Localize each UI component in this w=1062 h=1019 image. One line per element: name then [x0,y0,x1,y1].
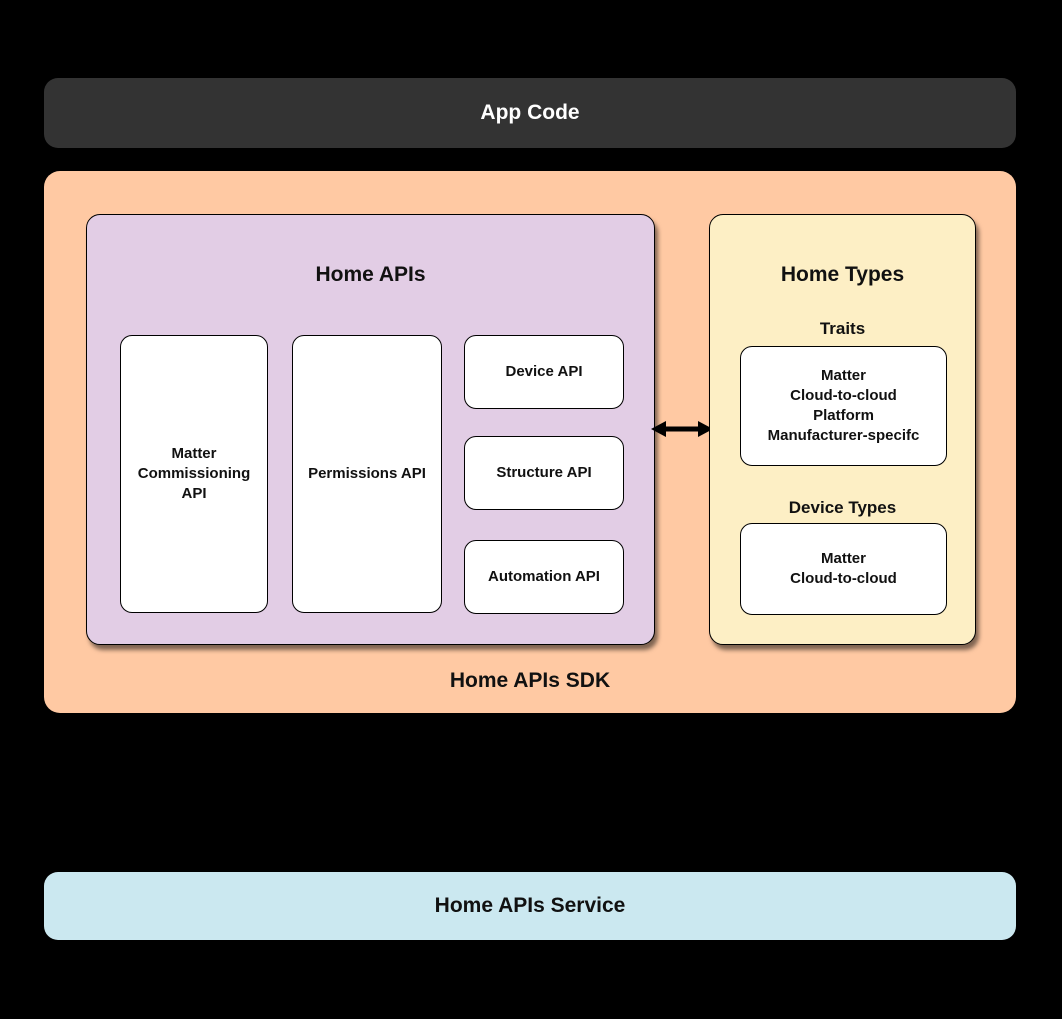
device-api-card: Device API [464,335,624,409]
automation-api-label: Automation API [488,568,600,585]
device-types-card: Matter Cloud-to-cloud [740,523,947,615]
matter-commissioning-api-label: Matter Commissioning API [137,445,251,502]
home-apis-panel: Home APIs Matter Commissioning API Permi… [86,214,655,645]
home-apis-title: Home APIs [315,263,426,286]
app-code-label: App Code [480,101,580,124]
permissions-api-card: Permissions API [292,335,442,613]
home-types-title: Home Types [780,263,905,286]
permissions-api-label: Permissions API [308,465,426,482]
traits-card: Matter Cloud-to-cloud Platform Manufactu… [740,346,947,466]
home-apis-sdk-box: Home APIs Matter Commissioning API Permi… [44,171,1016,713]
bidirectional-arrow-icon [651,421,713,437]
structure-api-label: Structure API [496,464,592,481]
device-types-heading: Device Types [788,498,897,517]
matter-commissioning-api-card: Matter Commissioning API [120,335,268,613]
structure-api-card: Structure API [464,436,624,510]
device-api-label: Device API [505,363,583,380]
home-apis-sdk-label: Home APIs SDK [449,669,611,692]
home-apis-service-box: Home APIs Service [44,872,1016,940]
automation-api-card: Automation API [464,540,624,614]
home-apis-service-label: Home APIs Service [434,894,626,917]
device-types-list: Matter Cloud-to-cloud [790,550,897,587]
app-code-box: App Code [44,78,1016,148]
home-types-panel: Home Types Traits Matter Cloud-to-cloud … [709,214,976,645]
traits-list: Matter Cloud-to-cloud Platform Manufactu… [767,367,920,444]
traits-heading: Traits [819,319,866,338]
